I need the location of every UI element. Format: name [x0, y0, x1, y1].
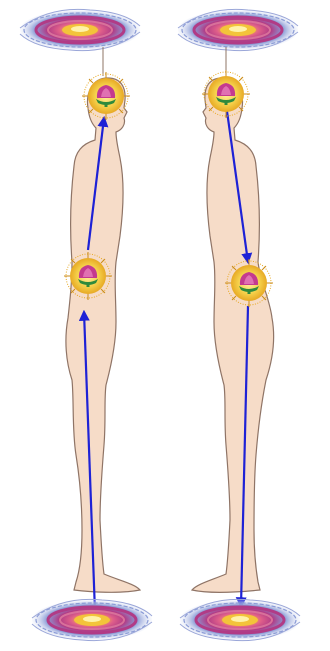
galaxy-vortex-icon — [180, 599, 300, 640]
galaxy-vortex-icon — [32, 599, 152, 640]
sun-lotus-chakra-icon — [225, 259, 273, 307]
human-figure-facing-right — [66, 78, 140, 592]
galaxy-vortex-icon — [20, 9, 140, 50]
sun-lotus-chakra-icon — [202, 70, 250, 118]
sun-lotus-chakra-icon — [64, 252, 112, 300]
sun-lotus-chakra-icon — [82, 72, 130, 120]
galaxy-vortex-icon — [178, 9, 298, 50]
